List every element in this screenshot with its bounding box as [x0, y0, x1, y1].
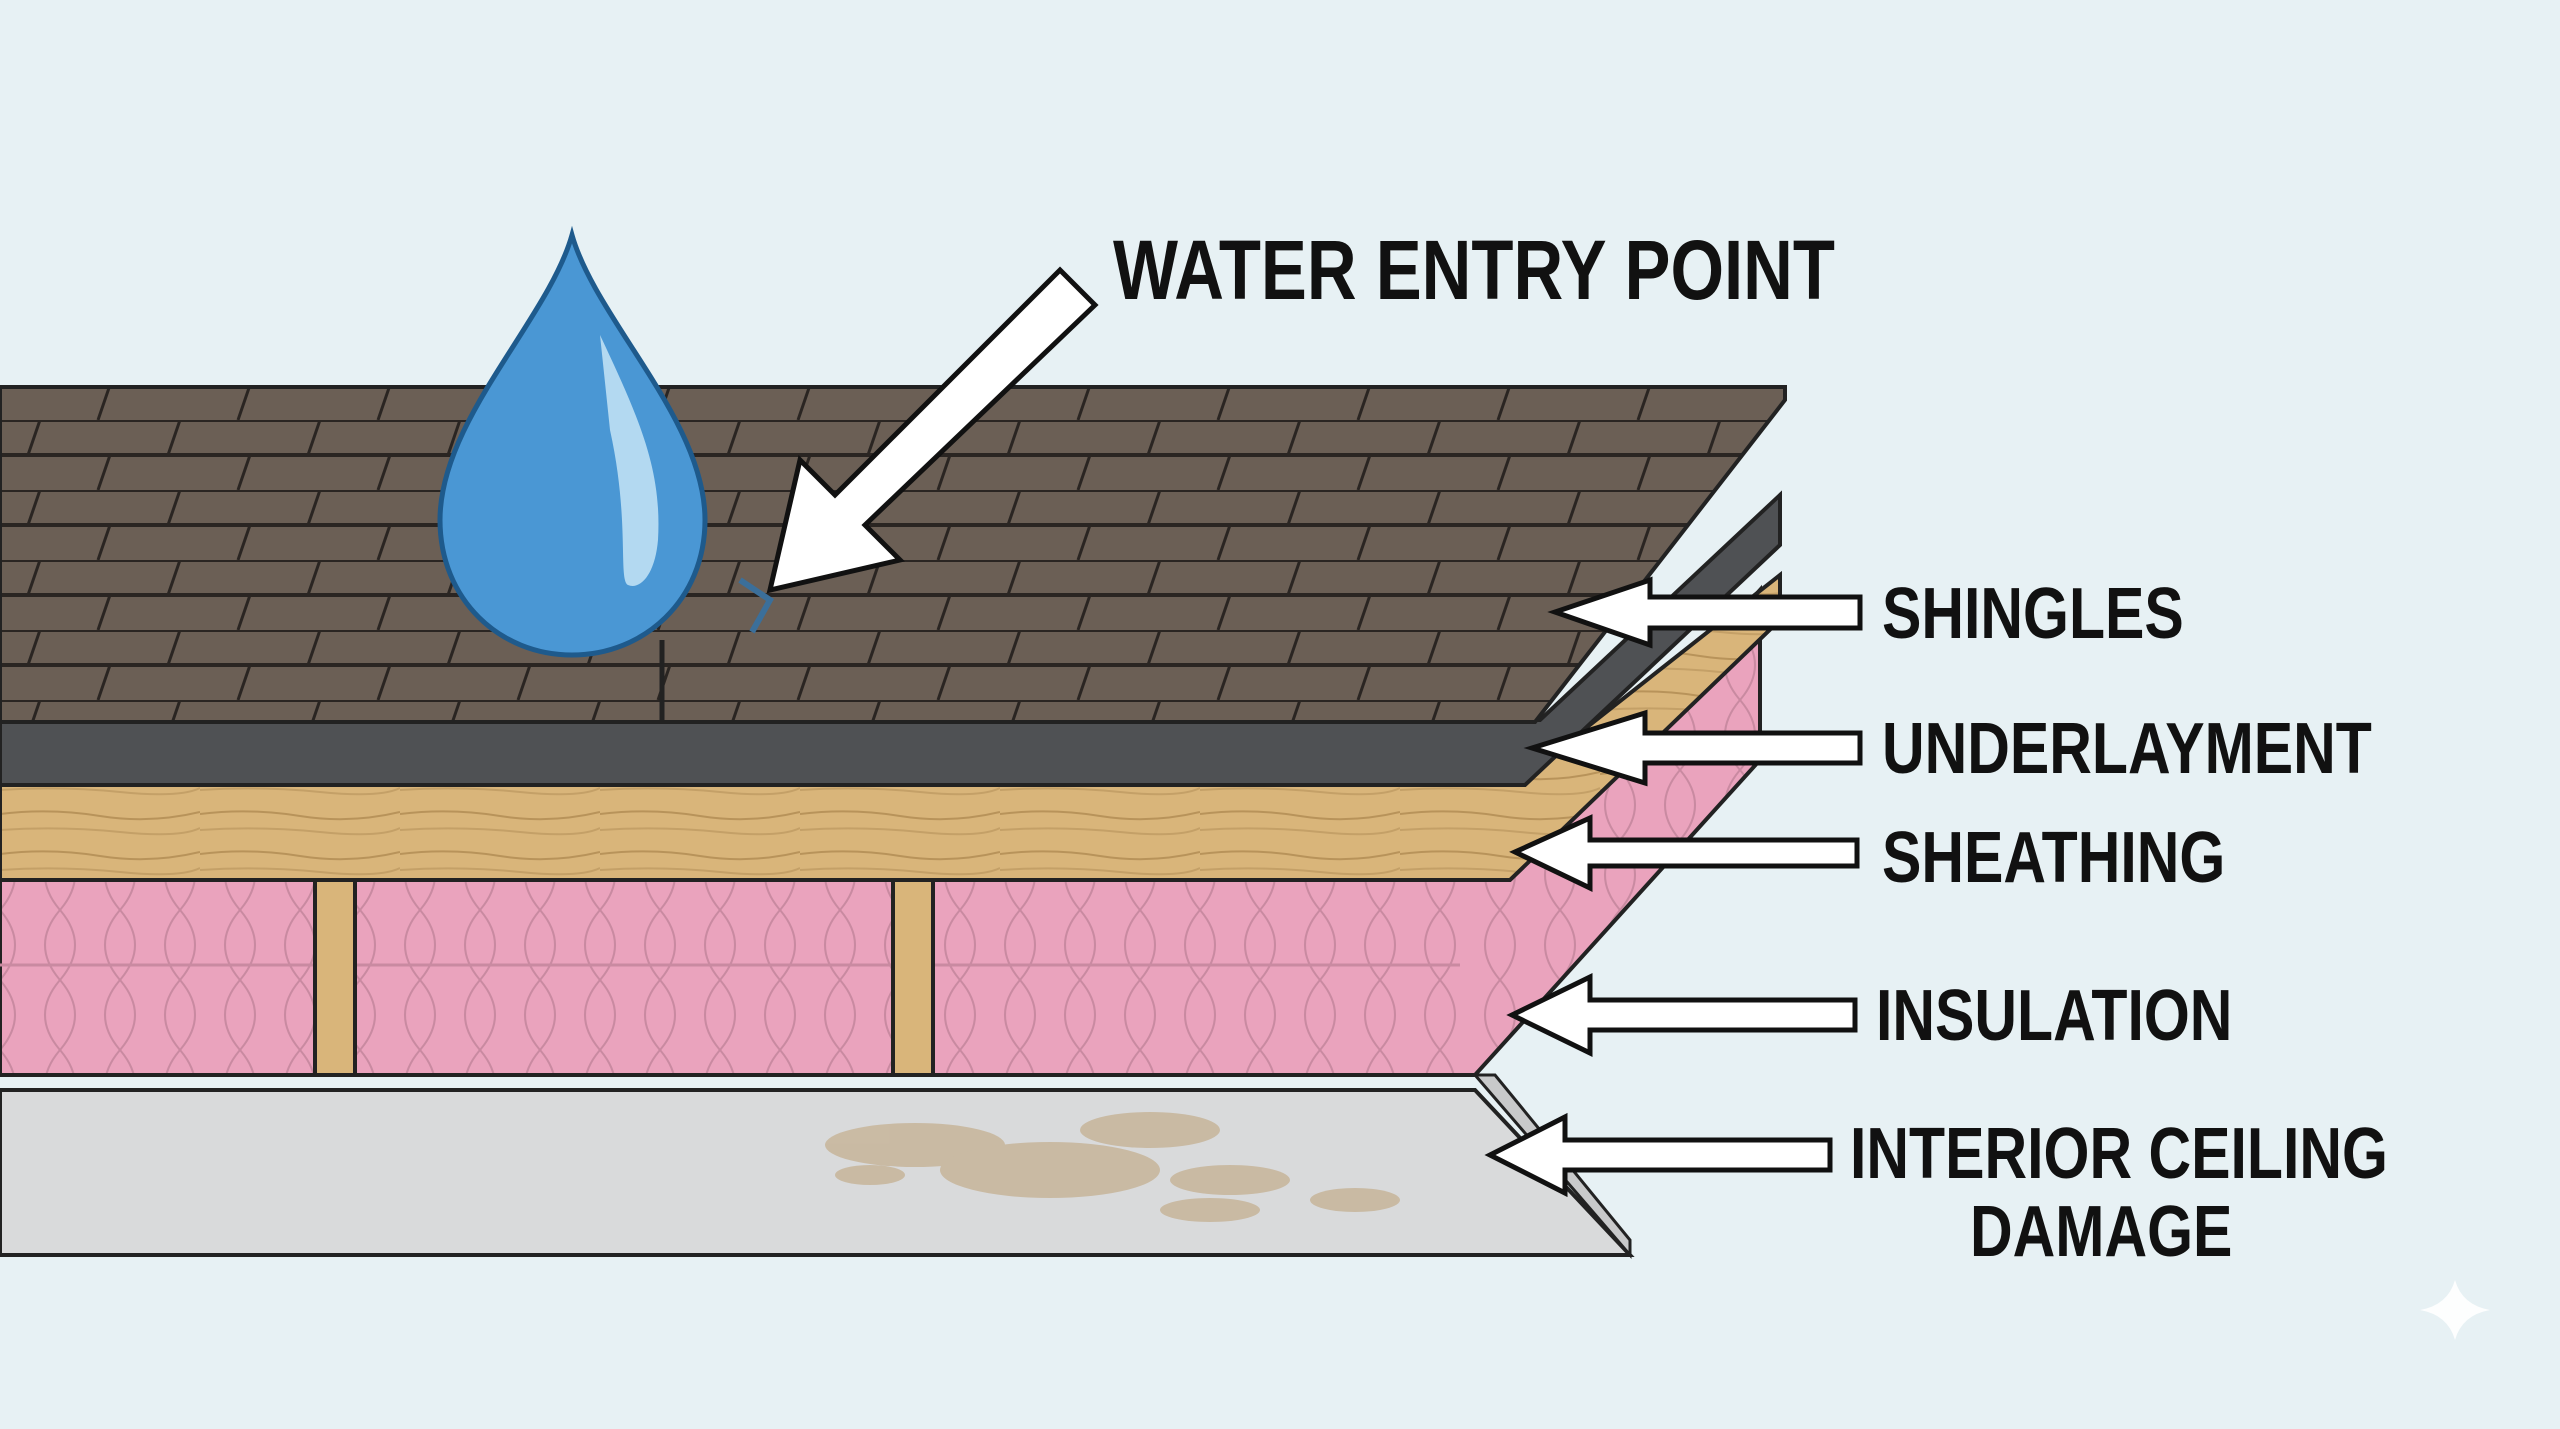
- water-entry-arrow: [766, 266, 1099, 594]
- shingles-label: SHINGLES: [1882, 574, 2184, 654]
- shingles-arrow: [1547, 576, 1863, 649]
- underlayment-arrow: [1523, 709, 1863, 787]
- ceiling-layer: [0, 1073, 1635, 1260]
- insulation-label: INSULATION: [1876, 976, 2233, 1056]
- sheathing-arrow: [1509, 814, 1860, 892]
- underlayment-layer: [0, 490, 1782, 787]
- sparkle-icon: [2420, 1280, 2490, 1340]
- underlayment-label: UNDERLAYMENT: [1882, 709, 2372, 789]
- water-entry-point-label: WATER ENTRY POINT: [1113, 223, 1835, 317]
- insulation-arrow: [1506, 973, 1858, 1057]
- water-stains: [825, 1112, 1400, 1222]
- ceiling-arrow: [1484, 1112, 1833, 1198]
- rafters: [313, 878, 935, 1077]
- damage-label: DAMAGE: [1970, 1192, 2233, 1272]
- water-drop-icon: [437, 225, 708, 658]
- interior-ceiling-label: INTERIOR CEILING: [1850, 1114, 2388, 1194]
- sheathing-label: SHEATHING: [1882, 818, 2226, 898]
